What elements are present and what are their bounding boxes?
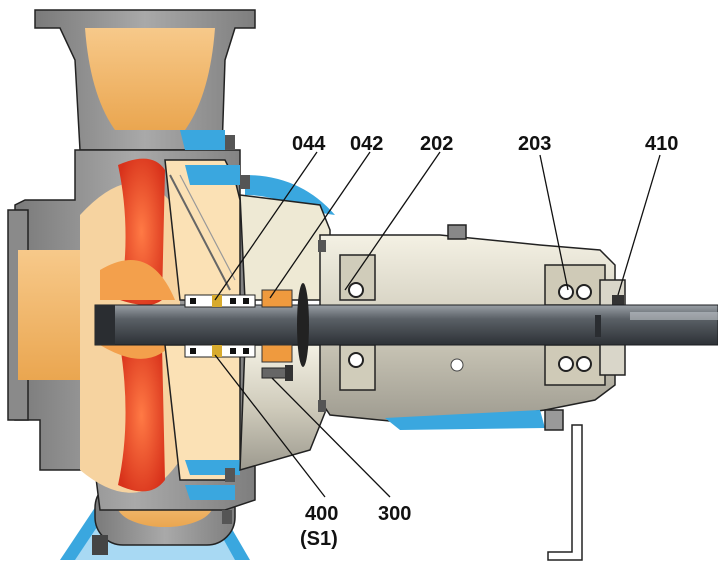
adapter-housing	[239, 194, 331, 472]
bolt-300	[261, 365, 293, 381]
discharge-nozzle	[34, 9, 256, 151]
casing-cover	[164, 159, 241, 481]
label-042: 042	[350, 133, 383, 155]
label-044: 044	[292, 133, 326, 155]
bearing-203	[558, 284, 592, 372]
bearing-202	[348, 282, 364, 368]
label-300: 300	[378, 503, 411, 525]
gland-042	[261, 289, 293, 363]
impeller	[100, 158, 175, 492]
shaft	[94, 304, 718, 346]
deflector-ring	[297, 283, 309, 367]
label-410: 410	[645, 133, 678, 155]
flange-bolts	[222, 135, 326, 524]
label-400: 400	[305, 503, 338, 525]
leader-lines	[214, 151, 661, 498]
label-203: 203	[518, 133, 551, 155]
label-400-s1: (S1)	[300, 528, 338, 550]
label-202: 202	[420, 133, 453, 155]
support-bracket	[544, 409, 583, 561]
seal-400-s1	[184, 294, 256, 358]
